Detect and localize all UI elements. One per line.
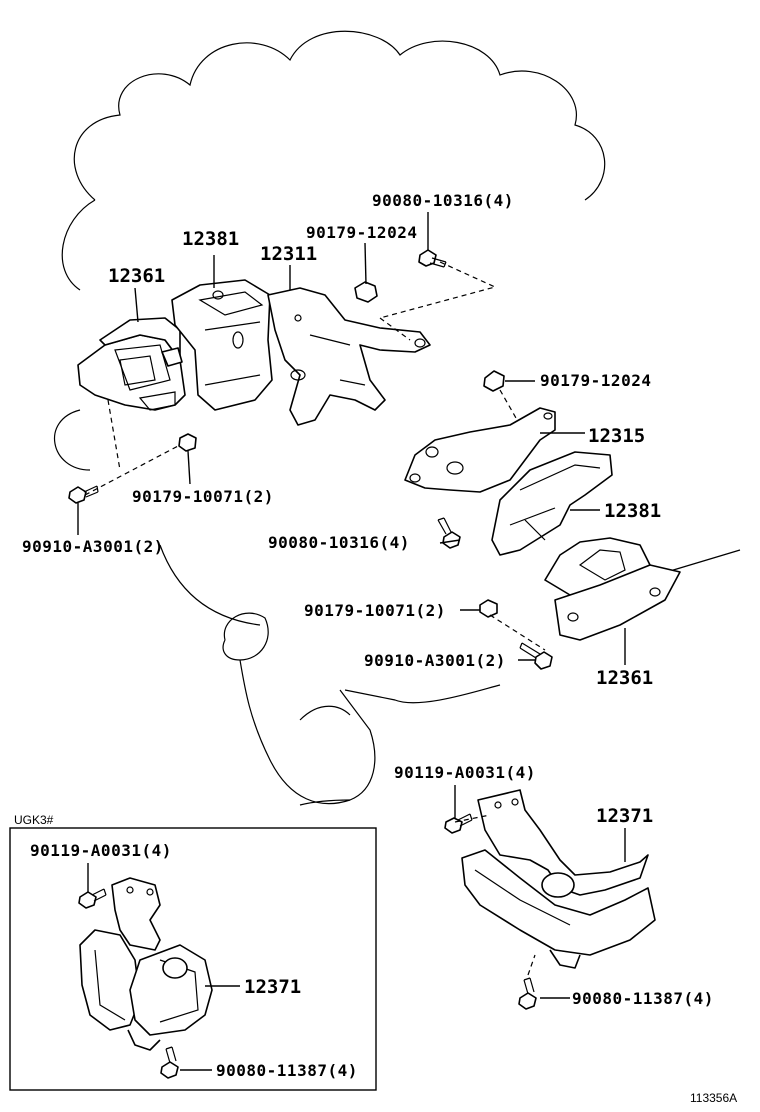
label-90910-a3001-right: 90910-A3001(2) [364, 651, 506, 670]
label-90179-10071-right: 90179-10071(2) [304, 601, 446, 620]
label-12311: 12311 [260, 243, 317, 265]
leader-lines [77, 212, 626, 1071]
fasteners-top [68, 249, 553, 670]
label-90080-10316-top: 90080-10316(4) [372, 191, 514, 210]
label-90179-10071-left: 90179-10071(2) [132, 487, 274, 506]
engine-mount-12361-right [544, 537, 681, 641]
label-12315: 12315 [588, 425, 645, 447]
label-90080-11387-box: 90080-11387(4) [216, 1061, 358, 1080]
label-90119-a0031-right: 90119-A0031(4) [394, 763, 536, 782]
label-12361-right: 12361 [596, 667, 653, 689]
label-12381-left: 12381 [182, 228, 239, 250]
insulator-12381-left [171, 279, 273, 411]
label-90179-12024-top: 90179-12024 [306, 223, 417, 242]
label-12371-box: 12371 [244, 976, 301, 998]
label-90179-12024-right: 90179-12024 [540, 371, 651, 390]
transmission-mount-12371-right [444, 789, 656, 1010]
figure-id: 113356A [690, 1091, 737, 1105]
label-90910-a3001-left: 90910-A3001(2) [22, 537, 164, 556]
label-12381-right: 12381 [604, 500, 661, 522]
engine-outline [53, 30, 741, 806]
bracket-12311 [267, 287, 431, 426]
bracket-12315 [404, 407, 556, 493]
engine-mount-12361-left [77, 317, 186, 411]
label-90119-a0031-box: 90119-A0031(4) [30, 841, 172, 860]
label-90080-11387-right: 90080-11387(4) [572, 989, 714, 1008]
transmission-mount-12371-inset [78, 877, 213, 1079]
label-12361-left: 12361 [108, 265, 165, 287]
label-12371-right: 12371 [596, 805, 653, 827]
label-90080-10316-mid: 90080-10316(4) [268, 533, 410, 552]
ugk3-inset-frame [9, 827, 377, 1091]
label-ugk3: UGK3# [14, 813, 54, 827]
insulator-12381-right [491, 451, 613, 556]
